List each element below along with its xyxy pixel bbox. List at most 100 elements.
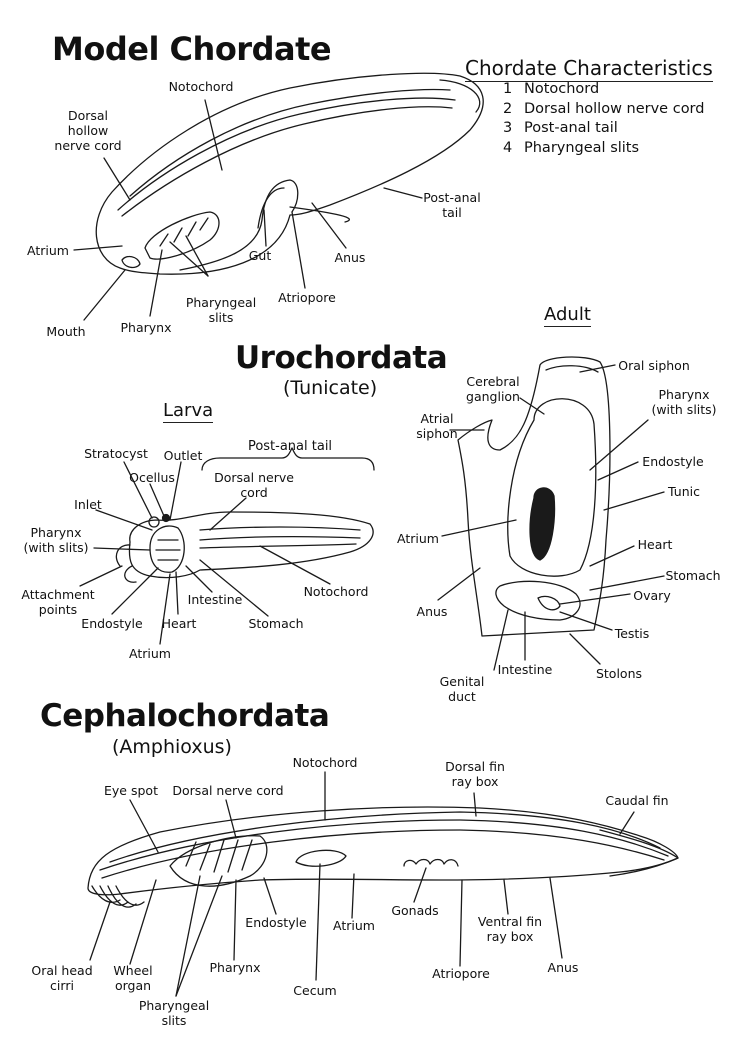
label-adult-anus: Anus	[416, 604, 448, 619]
label-larva-stratocyst: Stratocyst	[84, 446, 148, 461]
label-adult-oral-siphon: Oral siphon	[618, 358, 690, 373]
label-amphioxus-ventral-fin-ray-box: Ventral fin ray box	[477, 914, 543, 944]
label-adult-heart: Heart	[637, 537, 673, 552]
amphioxus-cecum	[295, 849, 347, 867]
label-larva-intestine: Intestine	[187, 592, 243, 607]
label-larva-ocellus: Ocellus	[129, 470, 175, 485]
characteristics-text: Pharyngeal slits	[524, 139, 640, 156]
label-amphioxus-wheel-organ: Wheel organ	[113, 963, 153, 993]
amphioxus-caudal-fin	[599, 829, 679, 877]
subtitle-amphioxus: (Amphioxus)	[112, 736, 232, 758]
characteristics-number: 4	[503, 139, 513, 156]
label-model-atriopore: Atriopore	[278, 290, 336, 305]
label-amphioxus-notochord: Notochord	[292, 755, 358, 770]
amphioxus-gonads	[403, 858, 459, 867]
characteristics-number: 2	[503, 100, 513, 117]
subtitle-tunicate: (Tunicate)	[283, 377, 378, 399]
label-adult-cerebral-ganglion: Cerebral ganglion	[466, 374, 520, 404]
model-gut-inner	[257, 187, 285, 229]
heading-larva: Larva	[163, 400, 214, 423]
label-model-dorsal-nerve-cord: Dorsal hollow nerve cord	[54, 108, 122, 153]
model-body-outline	[95, 72, 484, 275]
label-larva-pharynx: Pharynx (with slits)	[23, 525, 89, 555]
label-adult-ovary: Ovary	[633, 588, 671, 603]
label-larva-dorsal-nerve-cord: Dorsal nerve cord	[214, 470, 294, 500]
model-tail-fin	[439, 79, 481, 113]
model-notochord	[117, 97, 456, 211]
label-model-atrium: Atrium	[27, 243, 69, 258]
label-model-post-anal-tail: Post-anal tail	[423, 190, 481, 220]
larva-drawing	[79, 447, 375, 645]
characteristics-item: 3 Post-anal tail	[503, 119, 704, 139]
label-amphioxus-gonads: Gonads	[391, 903, 439, 918]
label-amphioxus-oral-head-cirri: Oral head cirri	[31, 963, 93, 993]
amphioxus-cirri	[91, 885, 145, 908]
label-adult-atrium: Atrium	[397, 531, 439, 546]
larva-stratocyst	[148, 516, 160, 528]
title-model-chordate: Model Chordate	[52, 30, 332, 68]
model-tail-lower	[289, 206, 351, 223]
label-adult-intestine: Intestine	[497, 662, 553, 677]
larva-pharynx	[149, 525, 185, 573]
model-mouth	[121, 255, 141, 269]
label-larva-atrium: Atrium	[129, 646, 171, 661]
characteristics-text: Dorsal hollow nerve cord	[524, 100, 705, 117]
label-amphioxus-dorsal-nerve-cord: Dorsal nerve cord	[172, 783, 284, 798]
characteristics-text: Notochord	[524, 81, 600, 97]
heading-adult: Adult	[544, 304, 591, 327]
label-adult-pharynx: Pharynx (with slits)	[651, 387, 717, 417]
label-amphioxus-pharynx: Pharynx	[209, 960, 261, 975]
label-model-pharynx: Pharynx	[120, 320, 172, 335]
amphioxus-notochord	[99, 819, 669, 871]
model-notochord-inner	[121, 106, 453, 217]
label-model-anus: Anus	[334, 250, 366, 265]
characteristics-text: Post-anal tail	[524, 120, 618, 136]
label-model-mouth: Mouth	[46, 324, 86, 339]
larva-attachment	[115, 544, 137, 583]
adult-tunic	[457, 356, 611, 637]
label-larva-endostyle: Endostyle	[81, 616, 143, 631]
title-urochordata: Urochordata	[235, 340, 448, 376]
label-adult-stomach: Stomach	[665, 568, 721, 583]
characteristics-list: 1 Notochord 2 Dorsal hollow nerve cord 3 Po…	[503, 80, 704, 158]
label-larva-heart: Heart	[161, 616, 197, 631]
amphioxus-drawing	[87, 771, 679, 997]
adult-tunicate-drawing	[437, 356, 665, 671]
amphioxus-nerve-cord	[109, 811, 661, 863]
larva-nerve-cord	[199, 526, 361, 531]
larva-tail-brace	[201, 447, 375, 471]
label-amphioxus-dorsal-fin-ray-box: Dorsal fin ray box	[445, 759, 505, 789]
larva-notochord	[199, 536, 361, 541]
label-amphioxus-anus: Anus	[547, 960, 579, 975]
model-chordate-drawing	[73, 72, 484, 321]
adult-oral-siphon	[545, 365, 599, 373]
label-amphioxus-caudal-fin: Caudal fin	[605, 793, 669, 808]
characteristics-item: 4 Pharyngeal slits	[503, 139, 704, 159]
label-adult-endostyle: Endostyle	[642, 454, 704, 469]
amphioxus-body	[87, 806, 679, 896]
title-cephalochordata: Cephalochordata	[40, 698, 330, 734]
model-pharynx	[144, 211, 220, 260]
label-model-notochord: Notochord	[168, 79, 234, 94]
label-larva-stomach: Stomach	[248, 616, 304, 631]
label-amphioxus-cecum: Cecum	[293, 983, 337, 998]
adult-pharynx-core	[529, 487, 556, 561]
label-adult-testis: Testis	[614, 626, 650, 641]
characteristics-heading: Chordate Characteristics	[465, 56, 713, 82]
amphioxus-pharynx	[169, 835, 268, 887]
label-amphioxus-endostyle: Endostyle	[245, 915, 307, 930]
label-amphioxus-atrium: Atrium	[333, 918, 375, 933]
label-model-pharyngeal-slits: Pharyngeal slits	[185, 295, 257, 325]
label-adult-atrial-siphon: Atrial siphon	[416, 411, 458, 441]
adult-stomach-loop	[495, 580, 581, 621]
characteristics-number: 1	[503, 81, 513, 97]
label-larva-notochord: Notochord	[303, 584, 369, 599]
adult-pharynx	[507, 398, 597, 577]
label-larva-inlet: Inlet	[74, 497, 102, 512]
characteristics-number: 3	[503, 120, 513, 136]
characteristics-item: 2 Dorsal hollow nerve cord	[503, 100, 704, 120]
label-adult-tunic: Tunic	[668, 484, 700, 499]
label-amphioxus-atriopore: Atriopore	[432, 966, 490, 981]
